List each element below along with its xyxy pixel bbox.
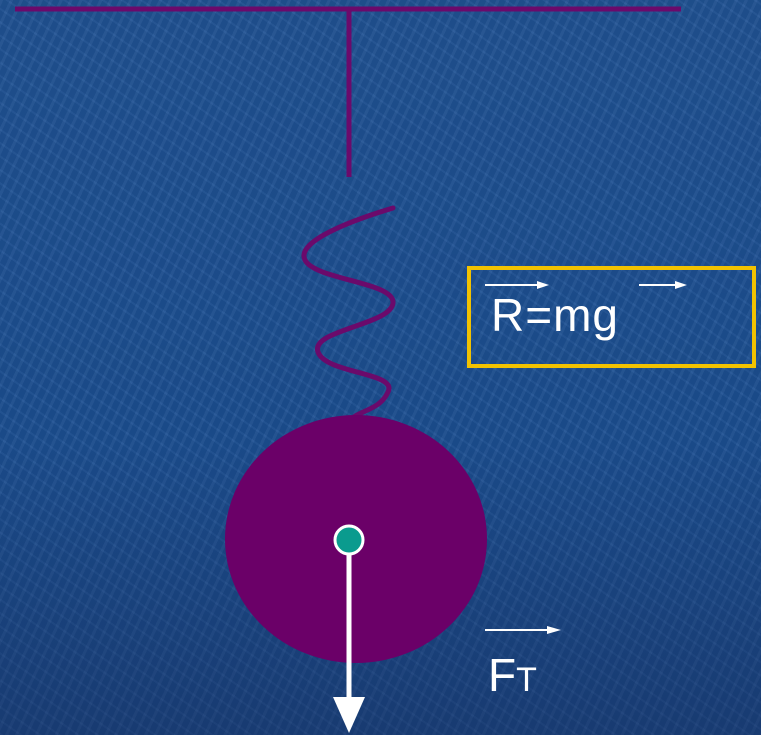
vector-arrow-mg-icon bbox=[639, 281, 687, 289]
formula-text: R=mg bbox=[491, 289, 619, 341]
center-of-mass-dot bbox=[333, 524, 365, 556]
force-symbol: F bbox=[488, 649, 517, 701]
spring-coil bbox=[301, 205, 396, 423]
force-subscript: T bbox=[516, 661, 537, 699]
vector-arrow-r-icon bbox=[485, 281, 549, 289]
formula-box: R=mg bbox=[467, 266, 756, 368]
force-label: FT bbox=[488, 648, 537, 702]
force-arrow-head bbox=[333, 697, 365, 733]
vector-arrow-f-icon bbox=[485, 626, 561, 634]
